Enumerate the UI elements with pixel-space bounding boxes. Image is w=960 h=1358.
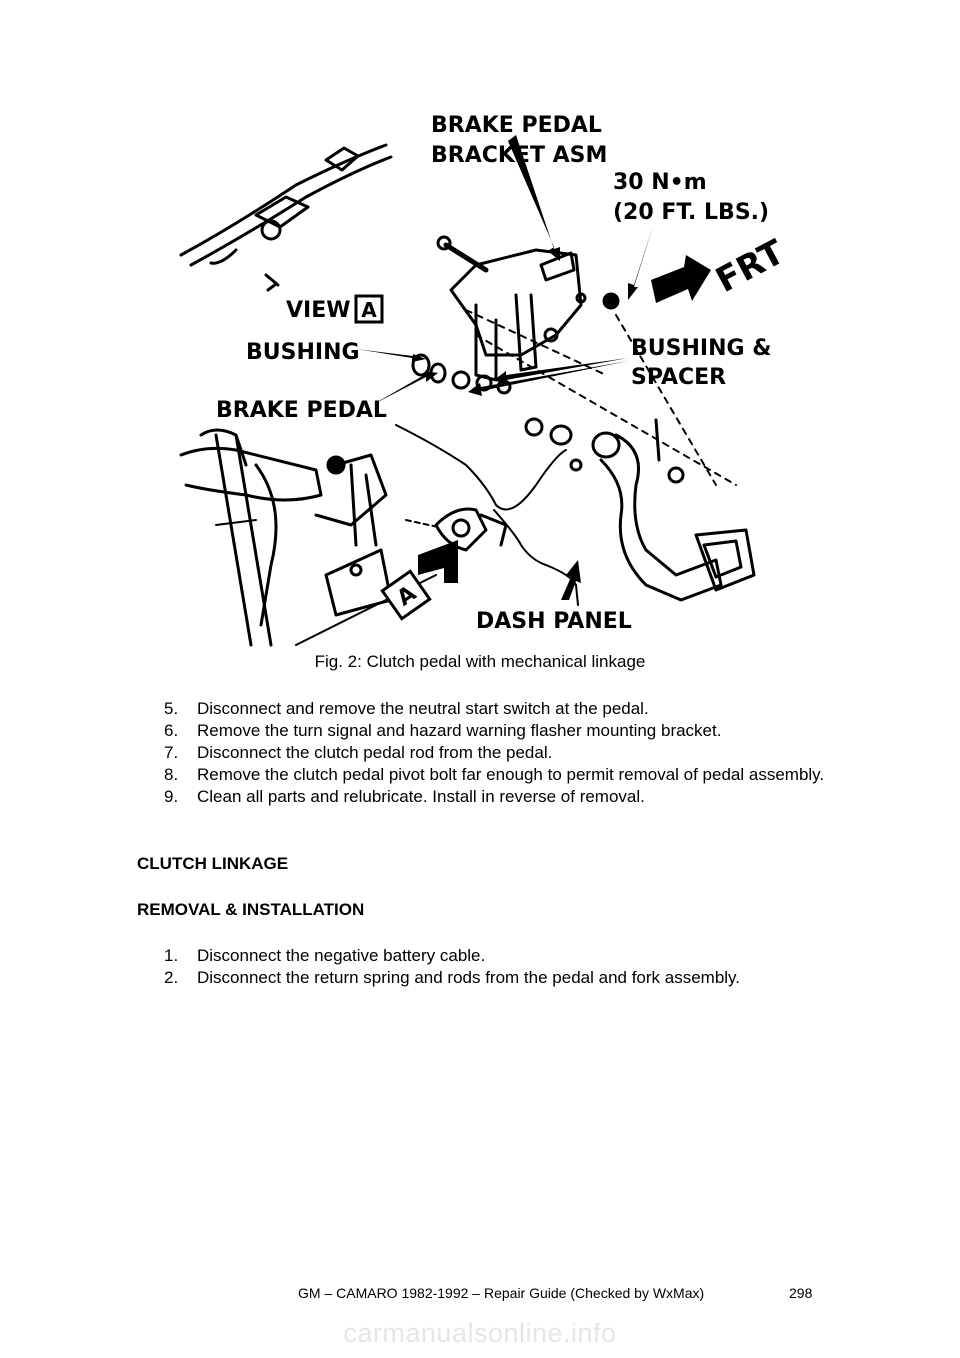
torque-label-line1: 30 N•m bbox=[613, 170, 707, 195]
list-item: 6. Remove the turn signal and hazard warn… bbox=[164, 720, 827, 742]
step-text: Remove the clutch pedal pivot bolt far e… bbox=[197, 765, 825, 784]
steps-list-removal: 5. Disconnect and remove the neutral star… bbox=[164, 698, 827, 808]
section-heading-removal-installation: REMOVAL & INSTALLATION bbox=[137, 900, 365, 919]
step-number: 2. bbox=[164, 968, 179, 987]
view-letter: A bbox=[361, 298, 377, 322]
list-item: 9. Clean all parts and relubricate. Insta… bbox=[164, 786, 827, 808]
dash-panel-label: DASH PANEL bbox=[476, 609, 632, 634]
page-number: 298 bbox=[789, 1285, 813, 1301]
step-number: 1. bbox=[164, 946, 179, 965]
watermark-link[interactable]: carmanualsonline.info bbox=[343, 1318, 617, 1348]
step-text: Clean all parts and relubricate. Install… bbox=[197, 787, 645, 806]
view-label: VIEW bbox=[286, 298, 351, 323]
torque-label-line2: (20 FT. LBS.) bbox=[613, 200, 769, 225]
step-text: Disconnect the negative battery cable. bbox=[197, 946, 486, 965]
diagram-drawing: A BRAKE PEDAL BRACKET ASM 30 N•m (20 FT.… bbox=[179, 113, 788, 647]
step-text: Disconnect the clutch pedal rod from the… bbox=[197, 743, 553, 762]
list-item: 2. Disconnect the return spring and rods … bbox=[164, 967, 827, 989]
footer-title: GM – CAMARO 1982-1992 – Repair Guide (Ch… bbox=[298, 1285, 705, 1301]
list-item: 8. Remove the clutch pedal pivot bolt far… bbox=[164, 764, 827, 786]
bushing-spacer-label-line2: SPACER bbox=[631, 365, 726, 390]
bracket-label-line2: BRACKET ASM bbox=[431, 143, 607, 168]
list-item: 5. Disconnect and remove the neutral star… bbox=[164, 698, 827, 720]
clutch-pedal-diagram: A BRAKE PEDAL BRACKET ASM 30 N•m (20 FT.… bbox=[176, 105, 788, 650]
step-number: 5. bbox=[164, 699, 179, 718]
step-text: Disconnect the return spring and rods fr… bbox=[197, 968, 741, 987]
bushing-spacer-label-line1: BUSHING & bbox=[631, 336, 771, 361]
step-number: 8. bbox=[164, 765, 179, 784]
step-text: Disconnect and remove the neutral start … bbox=[197, 699, 649, 718]
bracket-label-line1: BRAKE PEDAL bbox=[431, 113, 602, 138]
view-letter-box bbox=[354, 294, 384, 324]
steps-list-linkage: 1. Disconnect the negative battery cable.… bbox=[164, 945, 827, 989]
section-heading-clutch-linkage: CLUTCH LINKAGE bbox=[137, 854, 289, 873]
step-number: 9. bbox=[164, 787, 179, 806]
front-label: FRT bbox=[709, 232, 788, 301]
step-text: Remove the turn signal and hazard warnin… bbox=[197, 721, 722, 740]
step-number: 7. bbox=[164, 743, 179, 762]
brake-pedal-label: BRAKE PEDAL bbox=[216, 398, 387, 423]
bushing-label: BUSHING bbox=[246, 340, 360, 365]
list-item: 7. Disconnect the clutch pedal rod from t… bbox=[164, 742, 827, 764]
step-number: 6. bbox=[164, 721, 179, 740]
figure-caption: Fig. 2: Clutch pedal with mechanical lin… bbox=[314, 652, 646, 671]
list-item: 1. Disconnect the negative battery cable. bbox=[164, 945, 827, 967]
